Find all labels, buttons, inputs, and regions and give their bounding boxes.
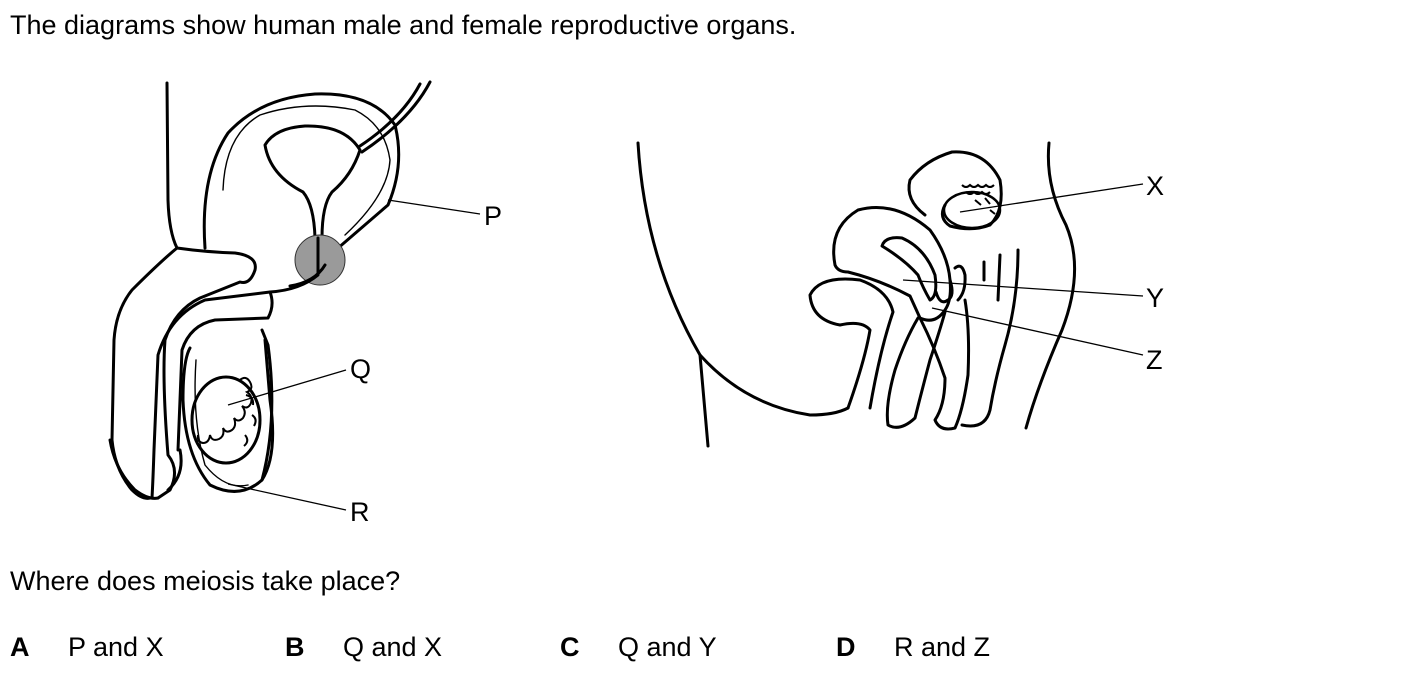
penis-outline bbox=[156, 246, 257, 500]
reproductive-organs-diagram: P Q R X Y Z bbox=[108, 80, 1164, 527]
leader-line-Y bbox=[902, 279, 1144, 297]
female-bladder bbox=[808, 277, 895, 410]
fimbriae bbox=[961, 183, 996, 215]
leader-line-Z bbox=[931, 307, 1144, 356]
female-reproductive-diagram: X Y Z bbox=[636, 141, 1164, 448]
vagina bbox=[885, 310, 947, 429]
urethra-inner bbox=[288, 263, 327, 288]
rectum-back bbox=[960, 248, 1020, 428]
option-a[interactable]: A P and X bbox=[10, 632, 164, 663]
male-body-outline bbox=[110, 81, 179, 500]
uterus-cavity bbox=[880, 236, 938, 302]
option-b[interactable]: B Q and X bbox=[285, 632, 442, 663]
label-Z: Z bbox=[1146, 345, 1163, 375]
label-R: R bbox=[350, 497, 370, 527]
penis-lower-shaft bbox=[176, 290, 274, 452]
prostate-gland bbox=[294, 234, 346, 286]
option-a-text: P and X bbox=[68, 632, 164, 662]
bladder-wall-inner bbox=[222, 105, 391, 236]
male-reproductive-diagram: P Q R bbox=[108, 80, 502, 527]
label-Q: Q bbox=[350, 354, 371, 384]
option-c-text: Q and Y bbox=[618, 632, 717, 662]
label-X: X bbox=[1146, 171, 1164, 201]
uterus-outer bbox=[832, 206, 952, 322]
testis bbox=[190, 375, 262, 465]
label-Y: Y bbox=[1146, 283, 1164, 313]
option-d-text: R and Z bbox=[894, 632, 991, 662]
option-b-text: Q and X bbox=[343, 632, 443, 662]
option-d-letter: D bbox=[836, 632, 856, 662]
female-leg-line bbox=[698, 353, 710, 448]
sperm-duct-inner bbox=[358, 82, 422, 148]
bladder-lumen bbox=[263, 124, 362, 240]
option-c[interactable]: C Q and Y bbox=[560, 632, 717, 663]
oviduct bbox=[907, 150, 1003, 231]
leader-line-P bbox=[387, 199, 481, 215]
answer-options: A P and X B Q and X C Q and Y D R and Z bbox=[10, 632, 1110, 672]
sperm-duct bbox=[360, 80, 432, 154]
cervix bbox=[934, 264, 967, 304]
option-c-letter: C bbox=[560, 632, 580, 662]
question-text: Where does meiosis take place? bbox=[10, 566, 401, 596]
label-P: P bbox=[484, 201, 502, 231]
leader-line-Q bbox=[227, 369, 347, 406]
scrotum-outline bbox=[181, 338, 275, 493]
female-body-back bbox=[1024, 141, 1077, 430]
penis-glans bbox=[108, 438, 183, 500]
urethra bbox=[150, 236, 320, 500]
option-a-letter: A bbox=[10, 632, 30, 662]
leader-line-X bbox=[959, 183, 1144, 213]
ovary bbox=[942, 190, 1002, 230]
leader-line-R bbox=[227, 483, 347, 511]
option-b-letter: B bbox=[285, 632, 305, 662]
sperm-duct-lower bbox=[260, 328, 274, 482]
rectum bbox=[918, 298, 971, 431]
bladder-outer-wall bbox=[202, 92, 401, 257]
option-d[interactable]: D R and Z bbox=[836, 632, 990, 663]
female-body-front bbox=[636, 141, 850, 417]
intro-text: The diagrams show human male and female … bbox=[10, 10, 797, 40]
